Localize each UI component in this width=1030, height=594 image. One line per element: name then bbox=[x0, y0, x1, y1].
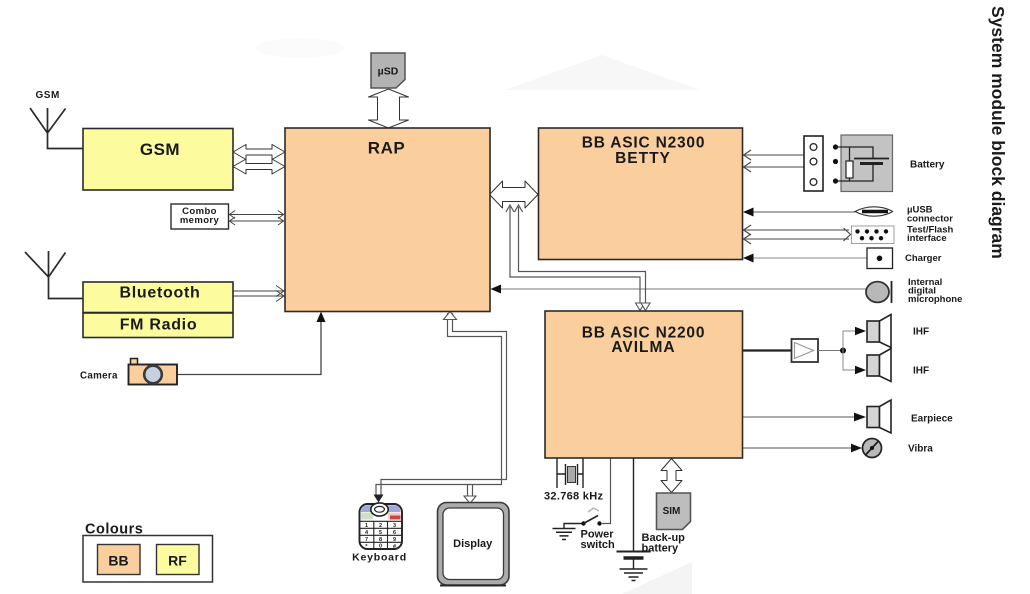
svg-text:microphone: microphone bbox=[908, 294, 962, 305]
svg-text:GSM: GSM bbox=[36, 90, 60, 101]
svg-text:System module block diagram: System module block diagram bbox=[988, 6, 1008, 259]
svg-text:Bluetooth: Bluetooth bbox=[120, 285, 201, 302]
svg-text:battery: battery bbox=[642, 543, 680, 555]
svg-text:BB ASIC N2300: BB ASIC N2300 bbox=[582, 135, 706, 152]
svg-text:IHF: IHF bbox=[913, 327, 929, 338]
svg-text:*: * bbox=[365, 544, 368, 550]
svg-text:IHF: IHF bbox=[913, 366, 929, 377]
svg-text:Test/Flash: Test/Flash bbox=[907, 225, 953, 236]
svg-text:2: 2 bbox=[379, 523, 382, 529]
svg-text:Camera: Camera bbox=[80, 371, 118, 382]
svg-text:interface: interface bbox=[907, 233, 947, 244]
svg-text:digital: digital bbox=[908, 286, 936, 297]
svg-text:9: 9 bbox=[393, 537, 396, 543]
svg-text:Keyboard: Keyboard bbox=[352, 552, 407, 564]
svg-text:Earpiece: Earpiece bbox=[911, 414, 953, 425]
svg-text:Combo: Combo bbox=[182, 206, 217, 217]
svg-text:BETTY: BETTY bbox=[615, 150, 671, 167]
svg-text:RF: RF bbox=[168, 553, 187, 569]
svg-text:6: 6 bbox=[393, 530, 396, 536]
svg-text:Vibra: Vibra bbox=[908, 444, 933, 455]
svg-text:FM Radio: FM Radio bbox=[120, 317, 198, 334]
svg-text:connector: connector bbox=[907, 214, 953, 225]
svg-text:µUSB: µUSB bbox=[907, 205, 933, 216]
svg-text:32.768 kHz: 32.768 kHz bbox=[544, 491, 603, 503]
svg-text:Display: Display bbox=[453, 538, 493, 550]
svg-text:AVILMA: AVILMA bbox=[611, 339, 675, 356]
svg-text:0: 0 bbox=[379, 544, 382, 550]
svg-text:Battery: Battery bbox=[910, 160, 945, 171]
svg-text:BB ASIC N2200: BB ASIC N2200 bbox=[582, 325, 706, 342]
svg-text:1: 1 bbox=[365, 523, 368, 529]
svg-text:4: 4 bbox=[365, 530, 369, 536]
svg-text:switch: switch bbox=[581, 539, 616, 551]
svg-text:8: 8 bbox=[379, 537, 382, 543]
svg-text:3: 3 bbox=[393, 523, 396, 529]
svg-text:5: 5 bbox=[379, 530, 382, 536]
svg-text:SIM: SIM bbox=[663, 506, 681, 517]
svg-text:Charger: Charger bbox=[905, 253, 942, 264]
svg-text:Back-up: Back-up bbox=[642, 532, 686, 544]
svg-text:#: # bbox=[393, 544, 396, 550]
svg-text:BB: BB bbox=[108, 553, 128, 569]
svg-text:7: 7 bbox=[365, 537, 368, 543]
svg-text:GSM: GSM bbox=[140, 140, 180, 159]
svg-text:memory: memory bbox=[180, 215, 220, 226]
svg-text:Power: Power bbox=[581, 529, 615, 541]
svg-text:µSD: µSD bbox=[378, 66, 399, 78]
svg-text:Colours: Colours bbox=[85, 522, 143, 538]
svg-text:Internal: Internal bbox=[908, 277, 942, 288]
svg-text:RAP: RAP bbox=[368, 139, 405, 158]
